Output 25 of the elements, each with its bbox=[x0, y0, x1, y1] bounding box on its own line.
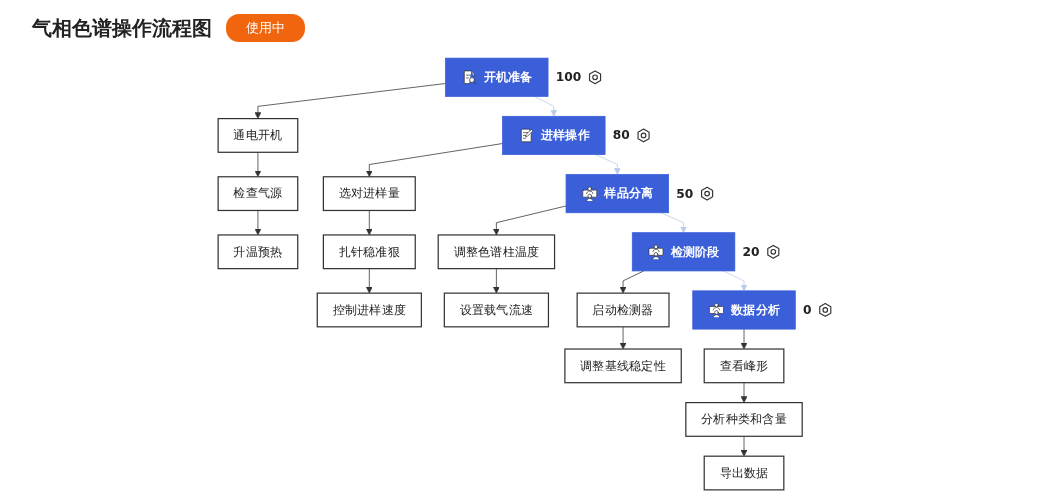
count-label: 50 bbox=[676, 186, 694, 201]
node-box: 导出数据 bbox=[703, 455, 785, 491]
node-box: 开机准备 bbox=[445, 57, 549, 97]
node-box: 进样操作 bbox=[502, 115, 606, 155]
count-label: 80 bbox=[612, 128, 630, 143]
count-label: 20 bbox=[742, 244, 760, 259]
node-box: 扎针稳准狠 bbox=[322, 234, 416, 270]
count-label: 0 bbox=[803, 303, 812, 317]
node-box: 选对进样量 bbox=[322, 176, 416, 212]
node-box: 查看峰形 bbox=[703, 348, 785, 384]
node-box: 调整色谱柱温度 bbox=[437, 234, 556, 270]
node-box: 启动检测器 bbox=[576, 292, 670, 328]
node-box: 控制进样速度 bbox=[316, 292, 422, 328]
node-box: 通电开机 bbox=[217, 118, 299, 153]
count-label: 100 bbox=[555, 70, 582, 85]
node-box: 检测阶段 bbox=[631, 232, 736, 272]
title: 气相色谱操作流程图 bbox=[32, 14, 212, 42]
node-box: 检查气源 bbox=[217, 176, 299, 212]
node-box: 升温预热 bbox=[217, 234, 299, 270]
node-box: 设置载气流速 bbox=[443, 292, 550, 328]
node-box: 调整基线稳定性 bbox=[564, 348, 682, 384]
status-badge: 使用中 bbox=[226, 14, 305, 42]
node-box: 分析种类和含量 bbox=[685, 402, 803, 437]
node-box: 数据分析 bbox=[692, 290, 796, 330]
node-box: 样品分离 bbox=[565, 174, 670, 214]
